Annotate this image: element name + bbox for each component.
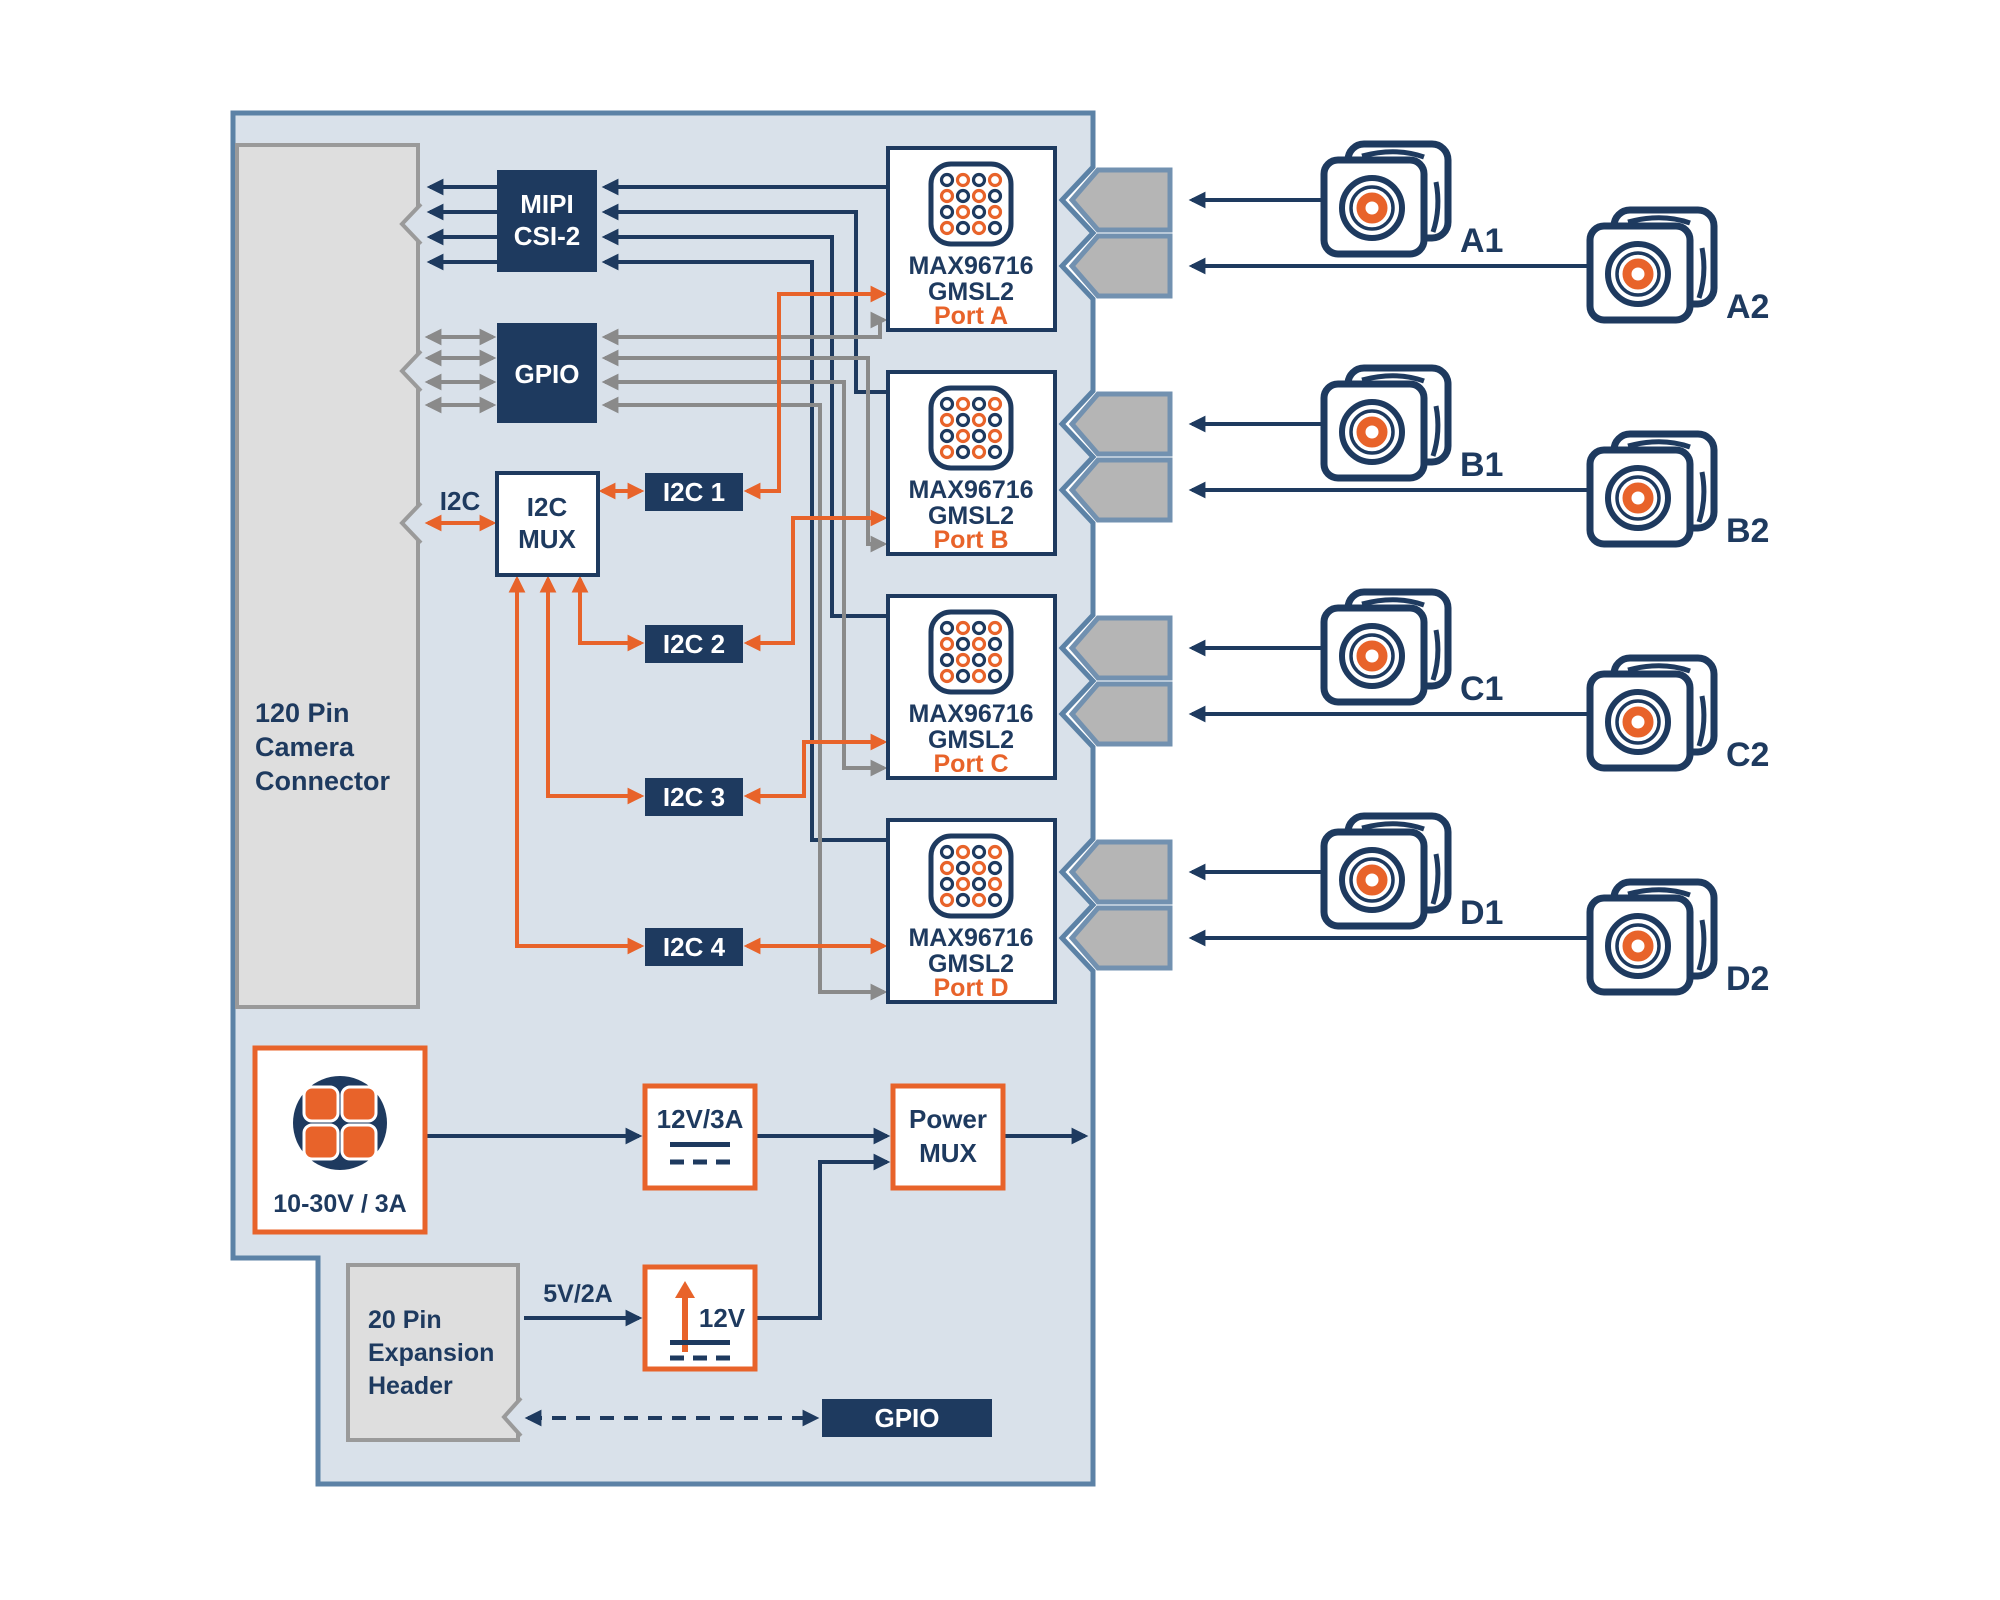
i2c3-label: I2C 3 [663, 782, 725, 812]
camera-a2-label: A2 [1726, 288, 1769, 326]
port-d-block: MAX96716 GMSL2 Port D [886, 818, 1057, 1004]
gpio-label: GPIO [514, 359, 579, 389]
connector-b1 [1072, 394, 1170, 454]
boost-12v-label: 12V [699, 1303, 746, 1333]
connector120-line1: 120 Pin [255, 698, 350, 728]
camera-links [1188, 191, 1590, 947]
i2c-lines [424, 285, 888, 955]
port-c-block: MAX96716 GMSL2 Port C [886, 594, 1057, 780]
expansion-header-line3: Header [368, 1372, 453, 1400]
i2c-mux-line2: MUX [518, 524, 576, 554]
connector-d2 [1072, 908, 1170, 968]
camera-a2: A2 [1590, 210, 1769, 326]
port-b-label: Port B [934, 526, 1009, 554]
power-mux-block: Power MUX [890, 1083, 1006, 1191]
connector120-line3: Connector [255, 766, 390, 796]
camera-c2: C2 [1590, 658, 1769, 774]
connector-d1 [1072, 842, 1170, 902]
camera-d1-label: D1 [1460, 894, 1503, 932]
expansion-header-line1: 20 Pin [368, 1306, 442, 1334]
power-mux-line1: Power [909, 1104, 987, 1134]
regulator-12v3a-label: 12V/3A [657, 1104, 744, 1134]
i2c1-label: I2C 1 [663, 477, 725, 507]
i2c-mux-line1: I2C [527, 492, 568, 522]
mipi-label-line1: MIPI [520, 189, 573, 219]
connector-c1 [1072, 618, 1170, 678]
connector-a1 [1072, 170, 1170, 230]
camera-c1: C1 [1324, 592, 1503, 708]
camera-c2-label: C2 [1726, 736, 1769, 774]
expansion-header-line2: Expansion [368, 1339, 494, 1367]
port-b-chip-label: MAX96716 [908, 476, 1033, 504]
i2c4-label: I2C 4 [663, 932, 726, 962]
power-input-block: 10-30V / 3A [252, 1045, 428, 1235]
i2c2-label: I2C 2 [663, 629, 725, 659]
port-c-label: Port C [934, 750, 1009, 778]
camera-d2: D2 [1590, 882, 1769, 998]
camera-a1-label: A1 [1460, 222, 1503, 260]
port-d-tech-label: GMSL2 [928, 950, 1014, 978]
power-links [423, 1127, 1089, 1427]
camera-d1: D1 [1324, 816, 1503, 932]
rail-5v-label: 5V/2A [543, 1280, 612, 1308]
gpio-expansion-label: GPIO [874, 1403, 939, 1433]
connector-a2 [1072, 236, 1170, 296]
port-a-label: Port A [934, 302, 1008, 330]
port-a-chip-label: MAX96716 [908, 252, 1033, 280]
power-input-label: 10-30V / 3A [273, 1190, 406, 1218]
i2c2-block: I2C 2 [645, 625, 743, 663]
port-c-chip-label: MAX96716 [908, 700, 1033, 728]
port-d-chip-label: MAX96716 [908, 924, 1033, 952]
connector-b2 [1072, 460, 1170, 520]
boost-12v-block: 12V [642, 1264, 758, 1372]
port-d-label: Port D [934, 974, 1009, 1002]
camera-d2-label: D2 [1726, 960, 1769, 998]
power-plug-icon [293, 1076, 387, 1170]
port-b-tech-label: GMSL2 [928, 502, 1014, 530]
power-mux-line2: MUX [919, 1138, 977, 1168]
camera-b1-label: B1 [1460, 446, 1503, 484]
camera-a1: A1 [1324, 144, 1503, 260]
regulator-12v3a-block: 12V/3A [642, 1083, 758, 1191]
mipi-csi2-block: MIPI CSI-2 [497, 170, 597, 272]
i2c4-block: I2C 4 [645, 928, 743, 966]
gpio-block: GPIO [497, 323, 597, 423]
connector-c2 [1072, 684, 1170, 744]
gpio-expansion-block: GPIO [822, 1399, 992, 1437]
boost-up-arrow-icon [675, 1281, 695, 1298]
port-b-block: MAX96716 GMSL2 Port B [886, 370, 1057, 556]
port-a-block: MAX96716 GMSL2 Port A [886, 146, 1057, 332]
port-a-tech-label: GMSL2 [928, 278, 1014, 306]
camera-connector-120pin: 120 Pin Camera Connector [235, 143, 423, 1009]
i2c-mux-block: I2C I2C MUX [440, 471, 600, 577]
i2c3-block: I2C 3 [645, 778, 743, 816]
mipi-label-line2: CSI-2 [514, 221, 580, 251]
i2c-bus-label: I2C [440, 486, 481, 516]
expansion-header-block: 20 Pin Expansion Header [346, 1263, 523, 1442]
connector120-line2: Camera [255, 732, 355, 762]
port-c-tech-label: GMSL2 [928, 726, 1014, 754]
camera-b1: B1 [1324, 368, 1503, 484]
camera-b2-label: B2 [1726, 512, 1769, 550]
i2c1-block: I2C 1 [645, 473, 743, 511]
camera-c1-label: C1 [1460, 670, 1503, 708]
camera-b2: B2 [1590, 434, 1769, 550]
